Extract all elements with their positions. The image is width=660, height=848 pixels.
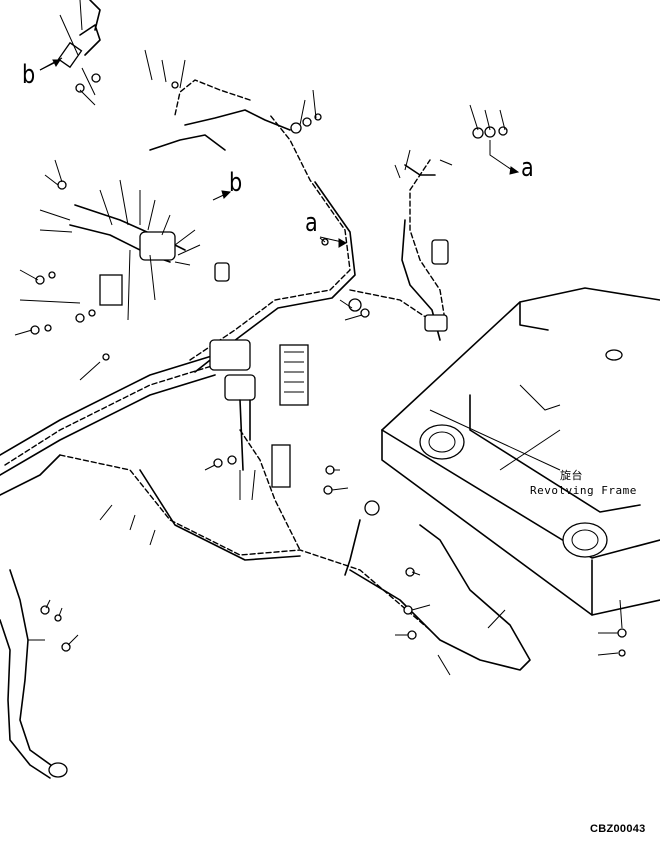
reference-label-a-right: a [521,153,534,183]
revolving-frame [381,287,660,616]
frame-label-english: Revolving Frame [530,484,637,497]
fuse-holder [39,0,101,71]
reference-arrows [39,59,520,248]
connector-block [209,339,309,488]
right-connectors [404,159,453,332]
reference-label-a-mid: a [305,208,318,238]
frame-label-japanese: 旋台 [560,469,583,482]
main-harness [0,79,531,671]
figure-code: CBZ00043 [590,823,646,835]
reference-label-b-top: b [22,60,36,90]
lower-left-cable [0,569,68,779]
bracket-assembly [69,204,230,321]
hardware-parts [30,73,627,657]
reference-label-b-mid: b [229,168,243,198]
leader-lines [14,0,623,676]
